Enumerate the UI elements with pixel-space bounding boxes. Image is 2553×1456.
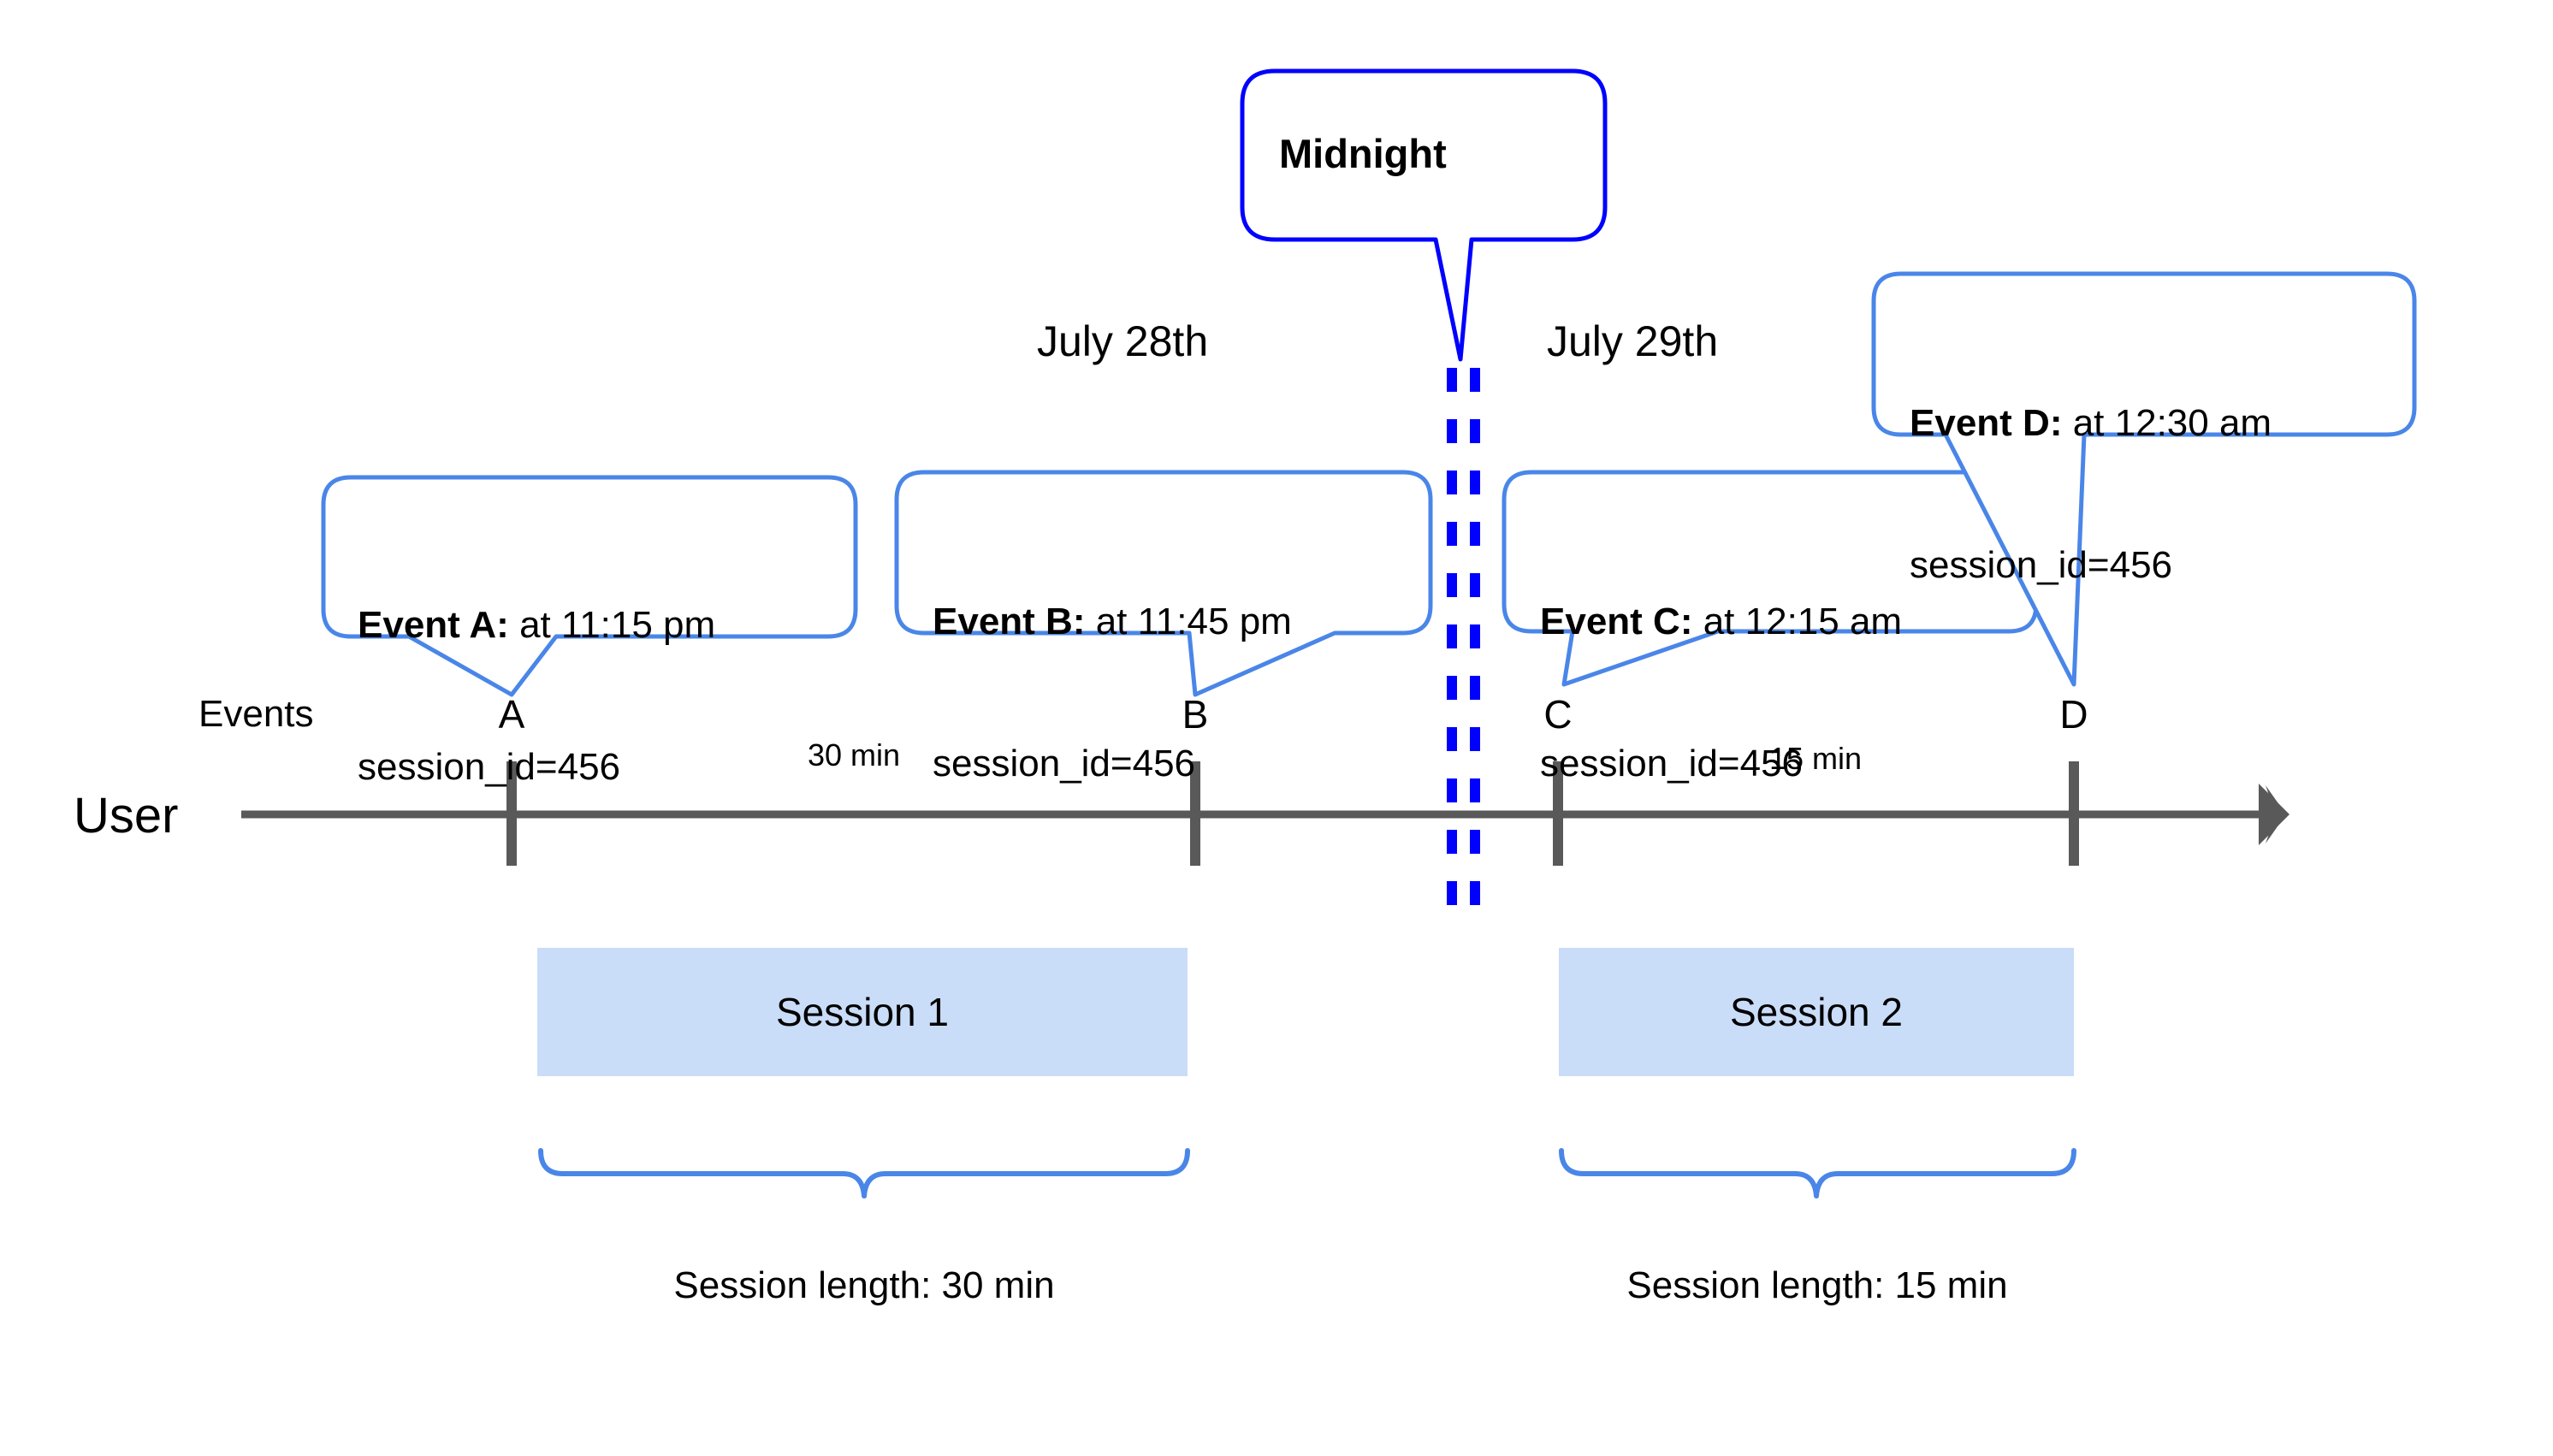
tick-label-d: D bbox=[2059, 692, 2088, 737]
event-c-callout-rest: at 12:15 am bbox=[1692, 600, 1903, 642]
date-label-july-29: July 29th bbox=[1547, 317, 1719, 365]
event-d-callout-rest: at 12:30 am bbox=[2062, 401, 2272, 444]
session-2-length-label: Session length: 15 min bbox=[1626, 1264, 2008, 1306]
event-b-callout-bold: Event B: bbox=[933, 600, 1086, 642]
event-a-callout-line2: session_id=456 bbox=[358, 746, 621, 789]
tick-label-c: C bbox=[1543, 692, 1573, 737]
event-b-callout-text: Event B: at 11:45 pm session_id=456 bbox=[933, 503, 1292, 883]
event-b-callout-line2: session_id=456 bbox=[933, 743, 1196, 785]
session-1-brace bbox=[538, 1148, 1190, 1199]
event-c-callout-bold: Event C: bbox=[1540, 600, 1693, 642]
event-a-callout-rest: at 11:15 pm bbox=[508, 603, 716, 646]
tick-label-b: B bbox=[1182, 692, 1209, 737]
lane-label-user: User bbox=[74, 788, 179, 843]
session-1-length-label: Session length: 30 min bbox=[673, 1264, 1055, 1306]
event-a-callout-bold: Event A: bbox=[358, 603, 509, 646]
event-c-callout-text: Event C: at 12:15 am session_id=456 bbox=[1540, 503, 1902, 883]
event-d-callout-bold: Event D: bbox=[1910, 401, 2063, 444]
session-block-1: Session 1 bbox=[537, 948, 1188, 1076]
lane-label-events: Events bbox=[198, 693, 314, 735]
event-d-callout-line2: session_id=456 bbox=[1910, 544, 2173, 587]
session-block-1-label: Session 1 bbox=[775, 990, 949, 1034]
event-d-callout-text: Event D: at 12:30 am session_id=456 bbox=[1910, 305, 2272, 684]
gap-label-30-min: 30 min bbox=[807, 737, 901, 772]
session-block-2-label: Session 2 bbox=[1729, 990, 1903, 1034]
event-a-callout-text: Event A: at 11:15 pm session_id=456 bbox=[358, 506, 715, 886]
date-label-july-28: July 28th bbox=[1037, 317, 1209, 365]
session-2-brace bbox=[1559, 1148, 2076, 1199]
midnight-dashed-lines bbox=[1447, 368, 1480, 924]
tick-label-a: A bbox=[498, 692, 525, 737]
event-c-callout-line2: session_id=456 bbox=[1540, 743, 1804, 785]
session-block-2: Session 2 bbox=[1559, 948, 2074, 1076]
event-b-callout-rest: at 11:45 pm bbox=[1085, 600, 1292, 642]
gap-label-15-min: 15 min bbox=[1768, 741, 1863, 776]
midnight-label: Midnight bbox=[1279, 131, 1447, 176]
